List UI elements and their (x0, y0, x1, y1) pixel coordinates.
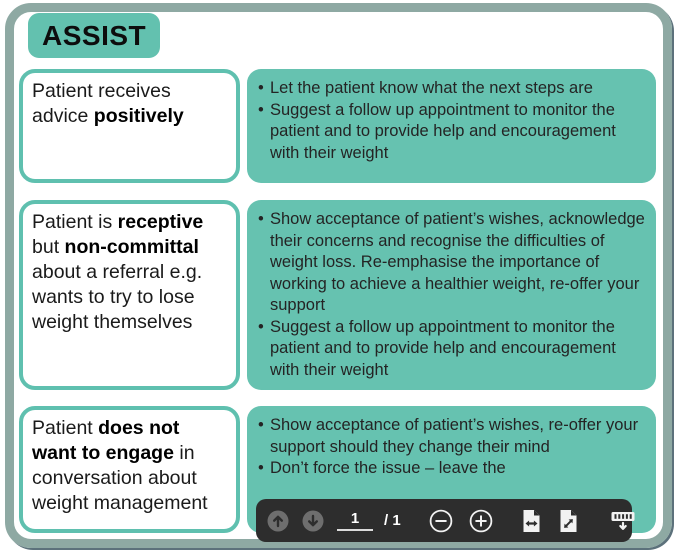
bullet-item: Let the patient know what the next steps… (257, 78, 646, 100)
scenario-text-bold: non-committal (64, 236, 199, 258)
scenario-text: in conversation about weight management (32, 442, 208, 514)
fit-width-button[interactable] (521, 509, 542, 533)
scenario-text-bold: positively (93, 105, 184, 127)
arrow-down-circle-icon (302, 510, 324, 532)
toolbar-down-arrow-icon (610, 510, 636, 532)
minus-circle-icon (429, 509, 453, 533)
row1-actions-cell: Let the patient know what the next steps… (247, 69, 656, 183)
bullet-item: Suggest a follow up appointment to monit… (257, 100, 646, 165)
bullet-item: Show acceptance of patient’s wishes, re-… (257, 415, 646, 458)
fit-width-page-icon (521, 509, 542, 533)
plus-circle-icon (469, 509, 493, 533)
scenario-text-bold: receptive (117, 211, 204, 233)
bullet-item: Don’t force the issue – leave the (257, 458, 646, 480)
bullet-item: Show acceptance of patient’s wishes, ack… (257, 209, 646, 317)
row2-scenario-cell: Patient is receptive but non-committal a… (19, 200, 240, 390)
title-box: ASSIST (28, 13, 161, 58)
fit-page-diagonal-icon (558, 509, 579, 533)
scenario-text-bold: does not want to engage (32, 417, 180, 464)
scenario-text: about a referral e.g. wants to try to lo… (32, 261, 203, 333)
dock-toolbar-button[interactable] (610, 510, 636, 532)
row2-actions-cell: Show acceptance of patient’s wishes, ack… (247, 200, 656, 390)
bullet-list: Show acceptance of patient’s wishes, ack… (257, 209, 646, 381)
arrow-up-circle-icon (267, 510, 289, 532)
row3-scenario-cell: Patient does not want to engage in conve… (19, 406, 240, 533)
zoom-out-button[interactable] (429, 509, 453, 533)
pdf-viewer-toolbar: / 1 (256, 499, 635, 542)
page-number-input[interactable] (337, 510, 373, 531)
bullet-list: Let the patient know what the next steps… (257, 78, 646, 164)
zoom-in-button[interactable] (469, 509, 493, 533)
scenario-text: Patient receives advice (32, 80, 171, 127)
scenario-text: but (32, 236, 65, 258)
page-count-label: / 1 (384, 512, 401, 529)
previous-page-button[interactable] (267, 510, 289, 532)
fit-page-button[interactable] (558, 509, 579, 533)
scenario-text: Patient is (32, 211, 118, 233)
bullet-list: Show acceptance of patient’s wishes, re-… (257, 415, 646, 480)
bullet-item: Suggest a follow up appointment to monit… (257, 317, 646, 382)
scenario-text: Patient (32, 417, 99, 439)
row1-scenario-cell: Patient receives advice positively (19, 69, 240, 183)
next-page-button[interactable] (302, 510, 324, 532)
page-title: ASSIST (42, 19, 147, 51)
